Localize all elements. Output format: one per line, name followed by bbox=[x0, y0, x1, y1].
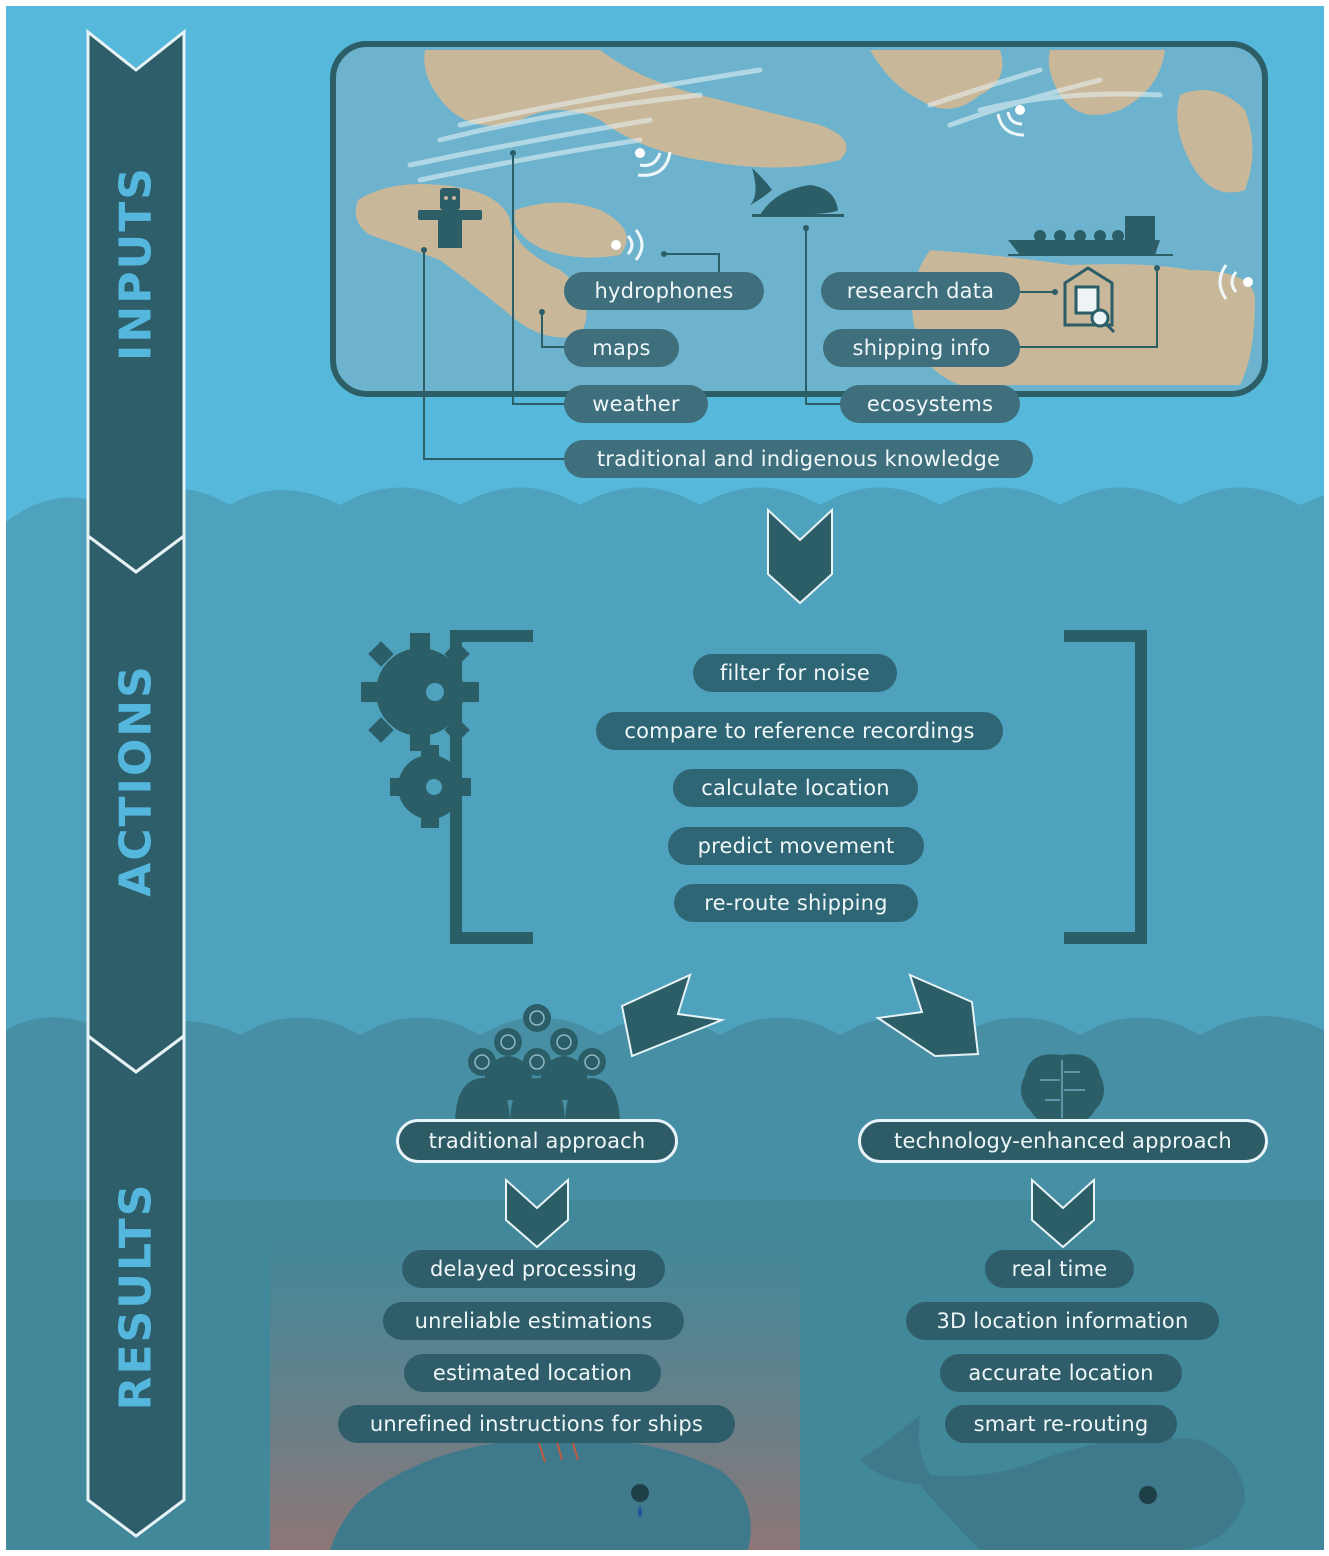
results-label: RESULTS bbox=[110, 1182, 162, 1411]
chevron-down-icon bbox=[505, 1177, 569, 1249]
healthy-whale-icon bbox=[860, 1415, 1245, 1550]
chevron-down-icon bbox=[767, 507, 833, 605]
brain-circuit-icon bbox=[1021, 1054, 1104, 1123]
action-reroute-shipping: re-route shipping bbox=[674, 884, 918, 922]
result-smart-rerouting: smart re-routing bbox=[945, 1405, 1177, 1443]
input-ecosystems: ecosystems bbox=[840, 385, 1020, 423]
result-unreliable-estimations: unreliable estimations bbox=[383, 1302, 684, 1340]
technology-approach-label: technology-enhanced approach bbox=[858, 1119, 1268, 1163]
input-traditional-knowledge: traditional and indigenous knowledge bbox=[564, 440, 1033, 478]
document-search-icon bbox=[1063, 266, 1116, 334]
action-filter-noise: filter for noise bbox=[693, 654, 897, 692]
input-shipping-info: shipping info bbox=[823, 329, 1020, 367]
input-weather: weather bbox=[564, 385, 708, 423]
input-hydrophones: hydrophones bbox=[564, 272, 764, 310]
injured-whale-icon bbox=[330, 1437, 751, 1550]
result-3d-location: 3D location information bbox=[906, 1302, 1219, 1340]
result-estimated-location: estimated location bbox=[404, 1354, 661, 1392]
totem-icon bbox=[418, 188, 482, 248]
input-research-data: research data bbox=[821, 272, 1020, 310]
ship-icon bbox=[1008, 216, 1173, 256]
input-maps: maps bbox=[564, 329, 679, 367]
hydrophone-signal-icon bbox=[611, 105, 1253, 300]
action-calculate-location: calculate location bbox=[673, 769, 918, 807]
result-real-time: real time bbox=[985, 1250, 1134, 1288]
traditional-approach-label: traditional approach bbox=[396, 1119, 678, 1163]
inputs-label: INPUTS bbox=[110, 166, 162, 361]
result-accurate-location: accurate location bbox=[940, 1354, 1182, 1392]
result-unrefined-instructions: unrefined instructions for ships bbox=[338, 1405, 735, 1443]
action-compare-recordings: compare to reference recordings bbox=[596, 712, 1003, 750]
result-delayed-processing: delayed processing bbox=[402, 1250, 665, 1288]
chevron-down-icon bbox=[1031, 1177, 1095, 1249]
actions-label: ACTIONS bbox=[110, 664, 162, 897]
whale-icon bbox=[750, 168, 844, 217]
people-brain-icon bbox=[455, 1004, 620, 1125]
action-predict-movement: predict movement bbox=[668, 827, 924, 865]
